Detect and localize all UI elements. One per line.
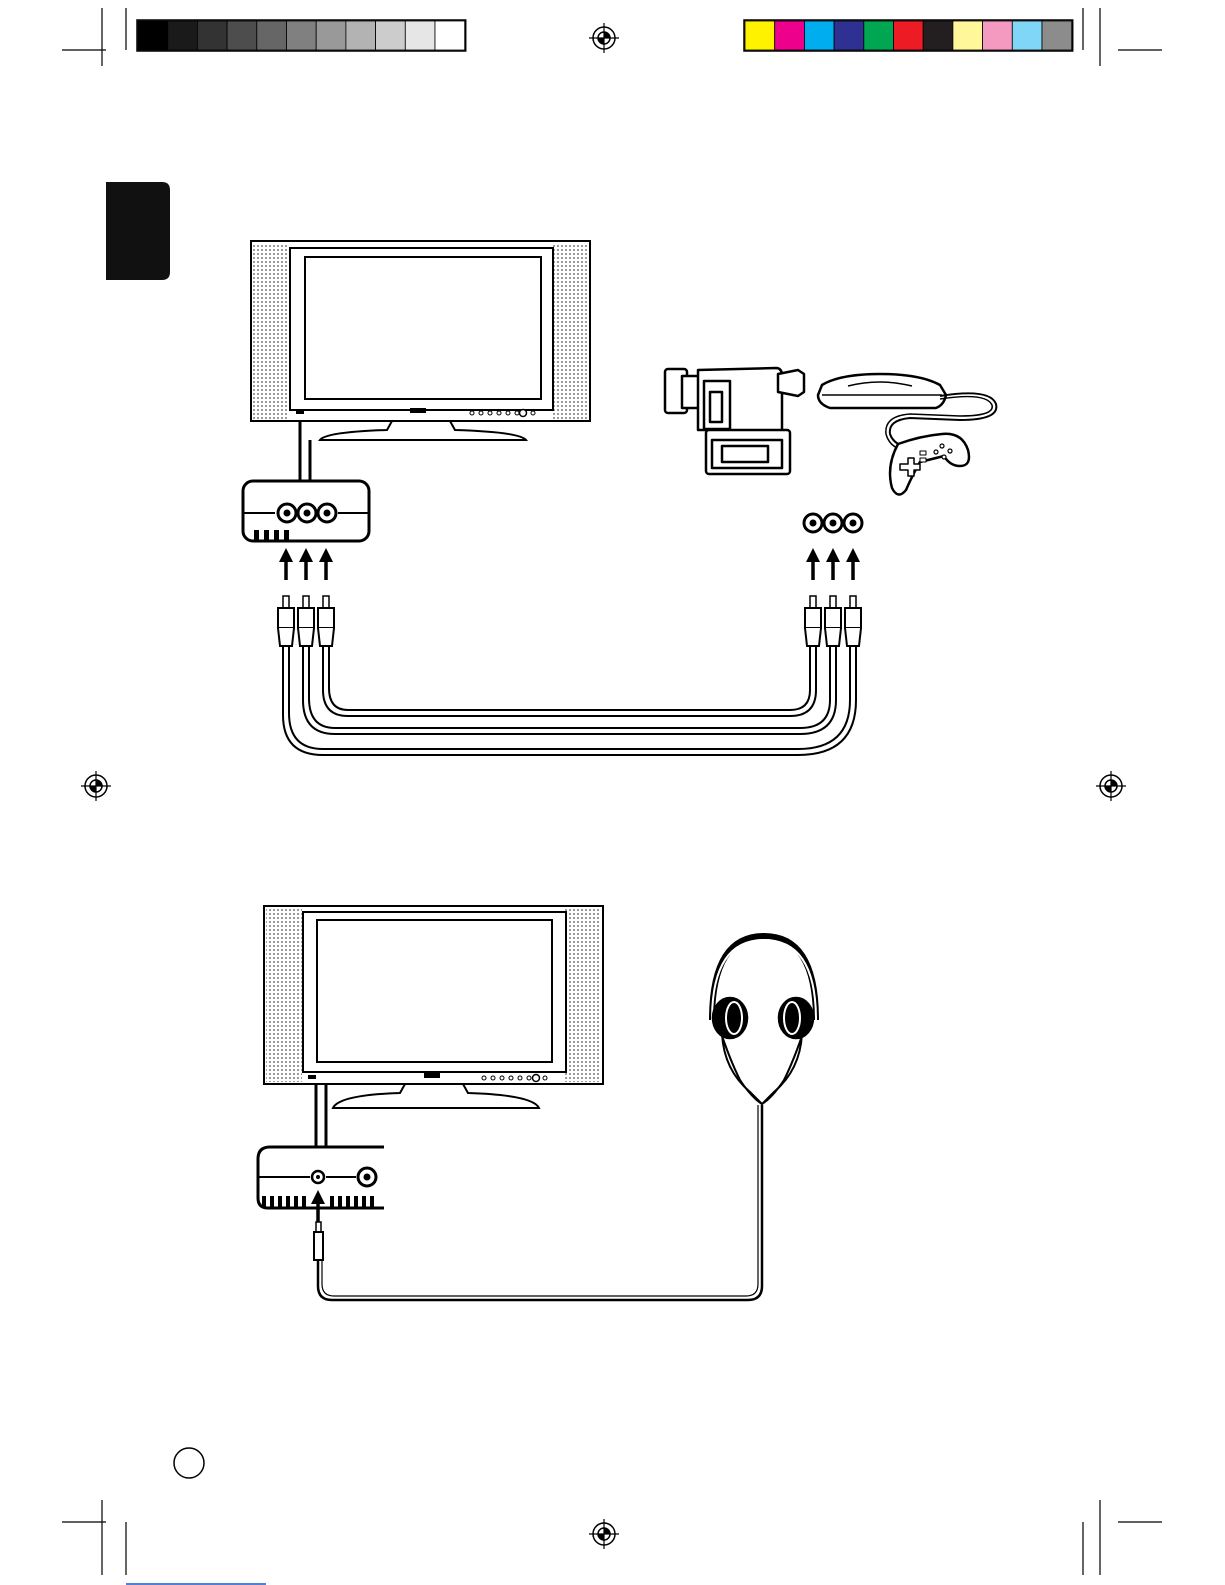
- calibration-swatch: [227, 21, 257, 50]
- calibration-swatch: [257, 21, 287, 50]
- calibration-swatch: [138, 21, 168, 50]
- calibration-swatch: [953, 21, 983, 50]
- rca-plugs-left: [278, 548, 334, 646]
- device-av-jacks: [804, 514, 862, 532]
- calibration-swatch: [804, 21, 834, 50]
- calibration-swatch: [435, 21, 465, 50]
- calibration-swatch: [376, 21, 406, 50]
- headphones-icon: [712, 936, 816, 1104]
- crop-marks: [62, 8, 1162, 1575]
- calibration-swatch: [834, 21, 864, 50]
- crosshair-registration-icon: [81, 771, 111, 801]
- language-tab: [106, 182, 170, 280]
- calibration-swatch: [168, 21, 198, 50]
- calibration-swatch: [287, 21, 317, 50]
- crosshair-registration-icon: [1096, 771, 1126, 801]
- calibration-swatch: [864, 21, 894, 50]
- calibration-swatch: [346, 21, 376, 50]
- calibration-swatch: [775, 21, 805, 50]
- gamepad-icon: [890, 434, 969, 495]
- calibration-swatch: [405, 21, 435, 50]
- headphone-plug: [311, 1190, 325, 1260]
- calibration-swatch: [745, 21, 775, 50]
- game-console-icon: [818, 374, 946, 408]
- calibration-swatch: [983, 21, 1013, 50]
- rca-cable: [283, 646, 856, 755]
- headphone-cable: [318, 1105, 762, 1300]
- color-calibration-bar: [744, 20, 1073, 51]
- calibration-swatch: [316, 21, 346, 50]
- rca-plugs-right: [805, 548, 861, 646]
- calibration-swatch: [197, 21, 227, 50]
- calibration-swatch: [1012, 21, 1042, 50]
- lcd-tv-icon: [264, 906, 603, 1108]
- crosshair-registration-icon: [589, 23, 619, 53]
- grayscale-calibration-bar: [137, 20, 466, 51]
- page-number-badge: [174, 1448, 204, 1478]
- camcorder-icon: [665, 368, 804, 474]
- crosshair-registration-icon: [589, 1519, 619, 1549]
- lcd-tv-icon: [251, 241, 590, 440]
- calibration-swatch: [1042, 21, 1072, 50]
- calibration-swatch: [923, 21, 953, 50]
- calibration-swatch: [894, 21, 924, 50]
